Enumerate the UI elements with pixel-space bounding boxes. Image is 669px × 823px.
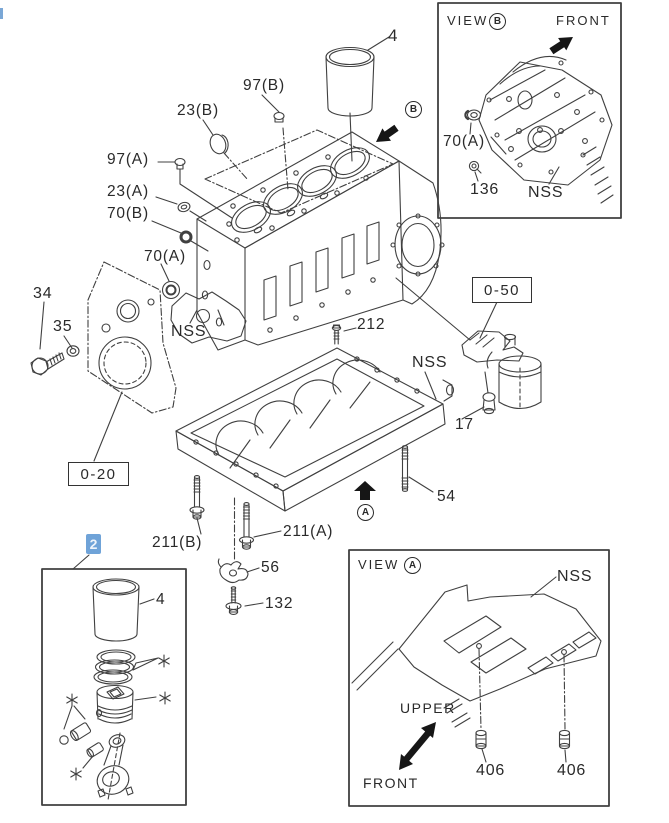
- view-a-marker: A: [357, 504, 374, 521]
- screen-edge-artifact: [0, 8, 3, 19]
- callout-211b: 211(B): [152, 534, 203, 551]
- view-b-title: VIEW: [447, 13, 489, 28]
- bolt-34-washer-35-drawing: [30, 345, 80, 376]
- section-ref-0-20[interactable]: 0-20: [68, 462, 129, 486]
- view-a-title-marker: A: [404, 557, 421, 574]
- callout-70b: 70(B): [107, 205, 149, 222]
- piston-inset-callout-4: 4: [156, 591, 166, 608]
- callout-97a: 97(A): [107, 151, 149, 168]
- callout-liner-4: 4: [388, 26, 399, 45]
- view-b-direction-arrow: [376, 124, 399, 142]
- selected-callout-2[interactable]: 2: [86, 534, 101, 554]
- callout-54: 54: [437, 488, 456, 505]
- view-a-inset-drawing: [348, 549, 610, 807]
- view-b-callout-136: 136: [470, 181, 500, 198]
- asterisk-icon: [159, 691, 171, 705]
- fastener-drawings: [189, 324, 409, 615]
- head-gasket-outline: [204, 127, 394, 214]
- view-b-marker: B: [405, 101, 422, 118]
- upper-front-double-arrow: [399, 722, 436, 770]
- view-b-title-marker: B: [489, 13, 506, 30]
- view-a-title: VIEW: [358, 557, 400, 572]
- view-b-inset-drawing: [437, 2, 622, 219]
- callout-70a: 70(A): [144, 248, 186, 265]
- view-b-front-label: FRONT: [556, 13, 611, 28]
- end-plate-drawing: [87, 261, 177, 414]
- callout-212: 212: [357, 316, 386, 333]
- callout-34: 34: [33, 285, 53, 302]
- engine-block-drawing: [170, 131, 445, 351]
- view-a-front-label: FRONT: [363, 775, 419, 791]
- section-ref-0-50[interactable]: 0-50: [472, 277, 532, 303]
- view-a-upper-label: UPPER: [400, 700, 456, 716]
- callout-211a: 211(A): [283, 523, 334, 540]
- asterisk-icon: [158, 654, 170, 668]
- callout-97b: 97(B): [243, 77, 285, 94]
- callout-35: 35: [53, 318, 73, 335]
- piston-inset-drawing: [41, 554, 187, 806]
- callout-17: 17: [455, 416, 474, 433]
- callout-nss-front-plate: NSS: [171, 323, 207, 340]
- main-leader-lines: [39, 36, 498, 607]
- callout-132: 132: [265, 595, 294, 612]
- view-a-callout-406-right: 406: [557, 762, 587, 779]
- view-a-direction-arrow: [354, 481, 376, 500]
- view-b-callout-nss: NSS: [528, 184, 564, 201]
- callout-23b: 23(B): [177, 102, 219, 119]
- view-a-callout-406-left: 406: [476, 762, 506, 779]
- small-plug-parts: [161, 111, 285, 300]
- callout-23a: 23(A): [107, 183, 149, 200]
- callout-nss-crankcase: NSS: [412, 354, 448, 371]
- oil-filter-drawing: [461, 330, 542, 415]
- asterisk-marks: [66, 654, 171, 781]
- front-direction-arrow-view-b: [549, 37, 573, 55]
- view-b-callout-70a: 70(A): [443, 133, 485, 150]
- view-a-callout-nss: NSS: [557, 568, 593, 585]
- callout-56: 56: [261, 559, 280, 576]
- asterisk-icon: [66, 693, 78, 707]
- cylinder-liner-drawing: [325, 46, 375, 162]
- crankcase-drawing: [175, 347, 455, 512]
- asterisk-icon: [70, 767, 82, 781]
